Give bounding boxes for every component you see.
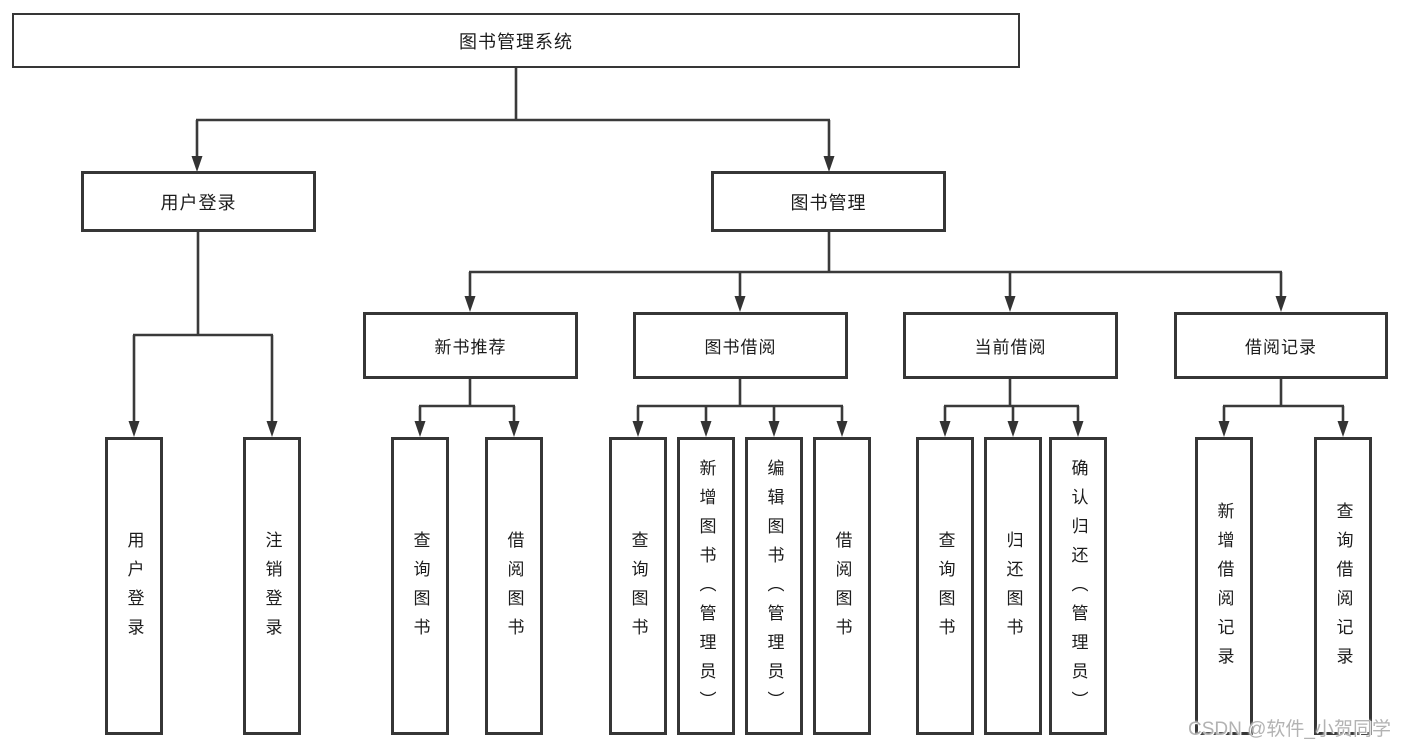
node-book-management: 图书管理 xyxy=(711,171,946,232)
leaf-user-login: 用户登录 xyxy=(105,437,163,735)
node-current-borrowing: 当前借阅 xyxy=(903,312,1118,379)
leaf-query-borrow-record: 查询借阅记录 xyxy=(1314,437,1372,735)
leaf-logout: 注销登录 xyxy=(243,437,301,735)
connector-root xyxy=(195,68,831,160)
leaf-edit-books-admin: 编辑图书（管理员） xyxy=(745,437,803,735)
connector-borrowing-records xyxy=(1222,379,1345,425)
leaf-add-books-admin: 新增图书（管理员） xyxy=(677,437,735,735)
leaf-confirm-return-admin: 确认归还（管理员） xyxy=(1049,437,1107,735)
leaf-query-books-recommend: 查询图书 xyxy=(391,437,449,735)
leaf-query-books-current: 查询图书 xyxy=(916,437,974,735)
connector-current-borrowing xyxy=(943,379,1080,425)
node-book-borrowing: 图书借阅 xyxy=(633,312,848,379)
connector-book-management xyxy=(468,232,1283,300)
connector-new-book-recommendation xyxy=(418,379,516,425)
node-new-book-recommendation: 新书推荐 xyxy=(363,312,578,379)
leaf-query-books-borrow: 查询图书 xyxy=(609,437,667,735)
node-root: 图书管理系统 xyxy=(12,13,1020,68)
leaf-return-books: 归还图书 xyxy=(984,437,1042,735)
node-borrowing-records: 借阅记录 xyxy=(1174,312,1388,379)
connector-book-borrowing xyxy=(636,379,844,425)
leaf-borrow-books: 借阅图书 xyxy=(813,437,871,735)
leaf-borrow-books-recommend: 借阅图书 xyxy=(485,437,543,735)
node-user-login: 用户登录 xyxy=(81,171,316,232)
csdn-watermark: CSDN @软件_小贺同学 xyxy=(1188,719,1391,740)
leaf-add-borrow-record: 新增借阅记录 xyxy=(1195,437,1253,735)
connector-user-login xyxy=(132,232,274,425)
